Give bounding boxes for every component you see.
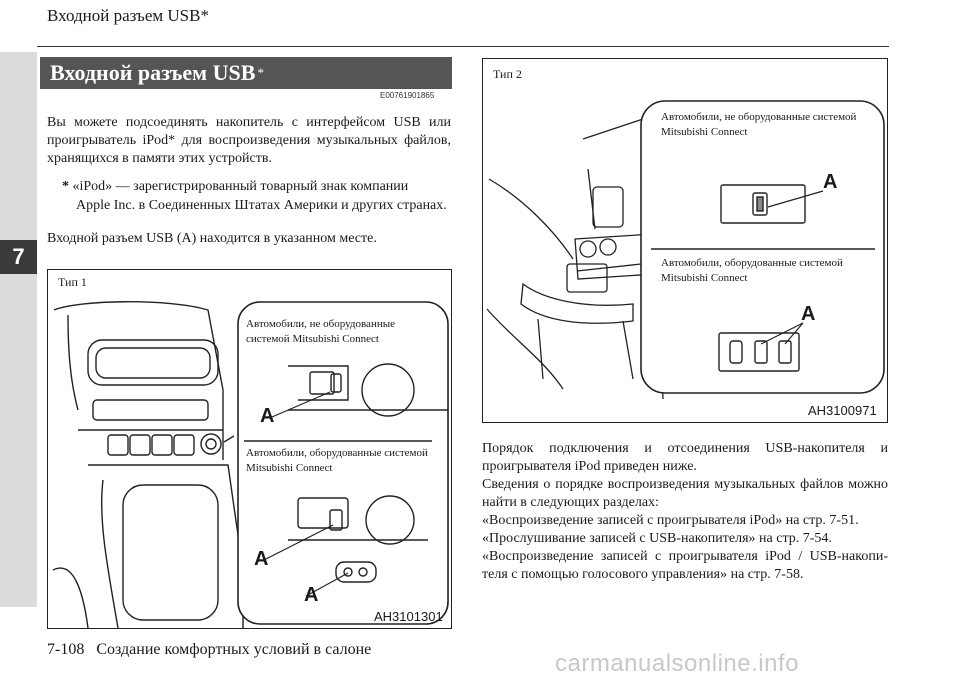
- location-paragraph: Входной разъем USB (A) находится в указа…: [47, 231, 377, 246]
- figure-1-code: AH3101301: [374, 609, 443, 624]
- figure-1-callout-top: Автомобили, не оборудованные системой Mi…: [246, 318, 395, 345]
- figure-type-2: Тип 2 Автомобили, не оборудованные систе…: [482, 58, 888, 423]
- figure-2-marker-a-top: A: [823, 171, 838, 193]
- procedure-paragraph: Порядок подключения и отсоединения USB-н…: [482, 440, 888, 584]
- footnote-line-2: Apple Inc. в Соединенных Штатах Америки …: [76, 198, 447, 213]
- figure-1-callout-bottom: Автомобили, оборудованные системой Mitsu…: [246, 447, 428, 474]
- procedure-link[interactable]: «Прослушивание записей с USB-накопителя»…: [482, 531, 832, 546]
- intro-paragraph: Вы можете подсоединять накопитель с инте…: [47, 115, 451, 166]
- watermark: carmanualsonline.info: [555, 650, 799, 677]
- section-title-bar: Входной разъем USB*: [40, 57, 452, 89]
- procedure-link[interactable]: «Воспроизведение записей с проигрывателя…: [482, 513, 859, 528]
- figure-type-1: Тип 1 Автомобили, не оборудованные систе…: [47, 269, 452, 629]
- figure-2-illustration: [486, 100, 885, 400]
- header-divider: [37, 46, 889, 47]
- figure-1-marker-a-bottom: A: [304, 584, 319, 606]
- figure-2-callout-bottom: Автомобили, оборудованные системой Mitsu…: [661, 257, 843, 284]
- footnote: * «iPod» — зарегистрированный товарный з…: [62, 177, 452, 215]
- figure-1-illustration: [52, 301, 449, 628]
- figure-2-marker-a-bottom: A: [801, 303, 816, 325]
- chapter-title: Создание комфортных условий в салоне: [96, 641, 372, 658]
- procedure-line: Порядок подключения и отсоединения USB-н…: [482, 441, 888, 474]
- figure-1-marker-a-top: A: [260, 405, 275, 427]
- section-code: E00761901865: [380, 91, 435, 100]
- running-header: Входной разъем USB*: [47, 6, 209, 25]
- section-title: Входной разъем USB: [50, 60, 256, 85]
- figure-1-type-label: Тип 1: [58, 275, 87, 289]
- chapter-tab[interactable]: 7: [0, 240, 37, 274]
- figure-2-type-label: Тип 2: [493, 67, 522, 81]
- procedure-link[interactable]: «Воспроизведение записей с проигрывателя…: [482, 549, 888, 582]
- figure-2-callout-top: Автомобили, не оборудованные системой Mi…: [661, 111, 857, 138]
- section-title-mark: *: [257, 65, 264, 80]
- page-footer: 7-108 Создание комфортных условий в сало…: [47, 641, 371, 659]
- procedure-line: Сведения о порядке воспроизведения музык…: [482, 477, 888, 510]
- figure-1-marker-a-middle: A: [254, 548, 269, 570]
- figure-2-code: AH3100971: [808, 403, 877, 418]
- footnote-line-1: «iPod» — зарегистрированный товарный зна…: [72, 179, 409, 194]
- chapter-side-strip: [0, 52, 37, 607]
- page-number: 7-108: [47, 641, 85, 658]
- footnote-mark: *: [62, 179, 69, 194]
